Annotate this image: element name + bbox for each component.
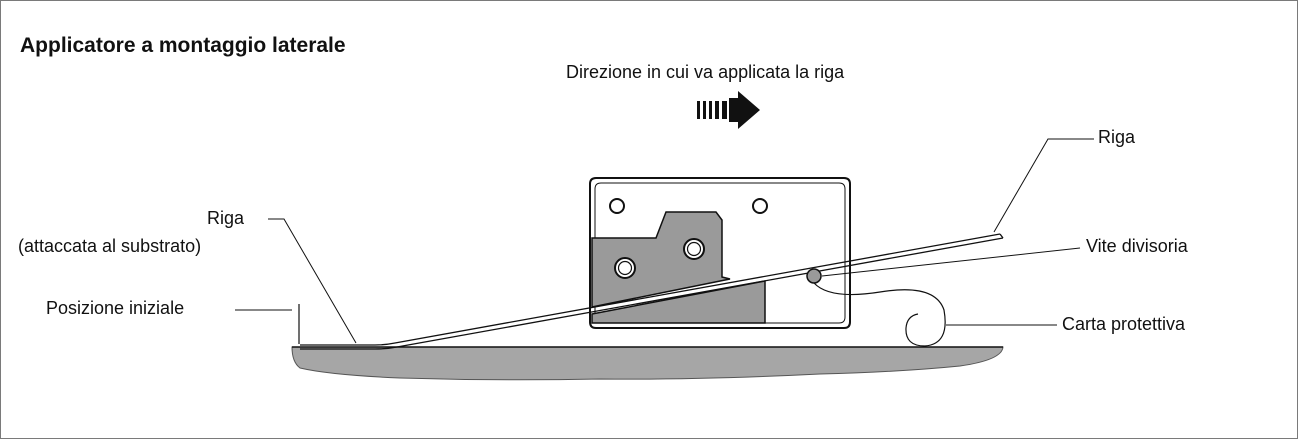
label-riga-left-sub: (attaccata al substrato) (18, 236, 202, 256)
backing-paper-curl (813, 282, 946, 347)
direction-label: Direzione in cui va applicata la riga (566, 62, 845, 82)
direction-arrow-icon (697, 91, 760, 129)
upper-plate (591, 211, 731, 308)
label-riga-left: Riga (207, 208, 245, 228)
applicator-block (589, 177, 851, 329)
divider-screw-icon (806, 268, 822, 284)
label-divider-screw: Vite divisoria (1086, 236, 1188, 256)
substrate (291, 346, 1004, 381)
lower-wedge (591, 280, 766, 324)
tape-line (300, 233, 1004, 350)
label-start-position: Posizione iniziale (46, 298, 185, 318)
leader-lines (235, 138, 1094, 344)
diagram-title: Applicatore a montaggio laterale (20, 34, 346, 57)
label-riga-top: Riga (1098, 127, 1136, 147)
label-backing-paper: Carta protettiva (1062, 314, 1186, 334)
